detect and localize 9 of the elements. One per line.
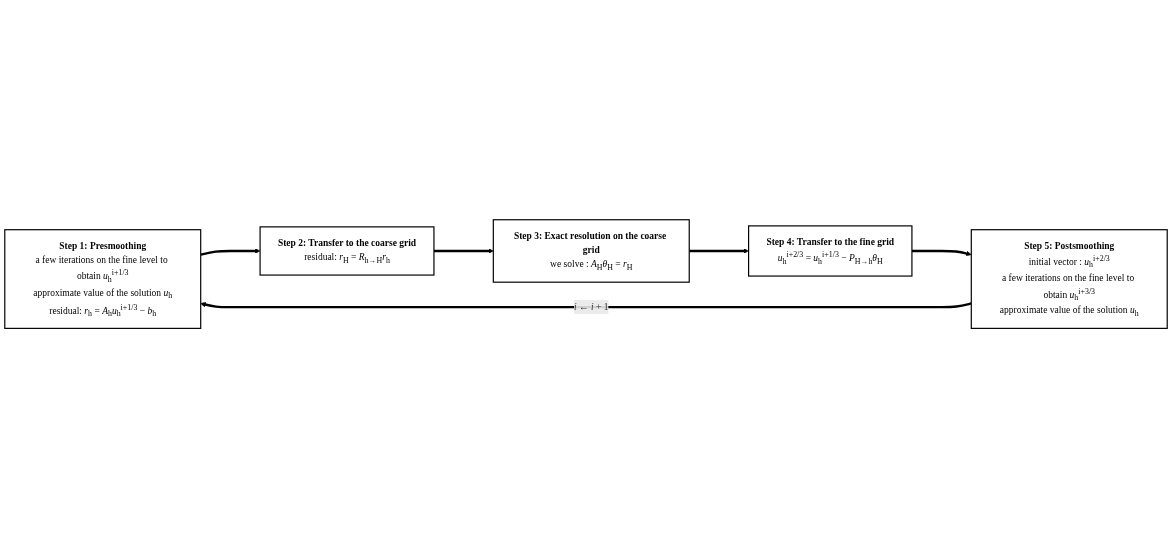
arrow: [200, 301, 972, 309]
edge-label: i ← i + 1: [574, 301, 609, 312]
arrow: [911, 249, 972, 256]
arrow: [200, 248, 261, 256]
node-box: Step 2: Transfer to the coarse grid residual: r$_{H}$ = R$_{h→H}$r$_{h}$: [259, 226, 435, 276]
node-box: Step 4: Transfer to the fine grid u$_{h}$$^{i+2/3}$ = u$_{h}$$^{i+1/3}$ − P$_{H→h}$θ$_{H}$: [748, 225, 913, 277]
node-box: Step 3: Exact resolution on the coarse grid we solve : A$_{H}$θ$_{H}$ = r$_{H}$: [492, 219, 690, 283]
arrow: [433, 248, 494, 254]
arrow: [689, 248, 749, 254]
